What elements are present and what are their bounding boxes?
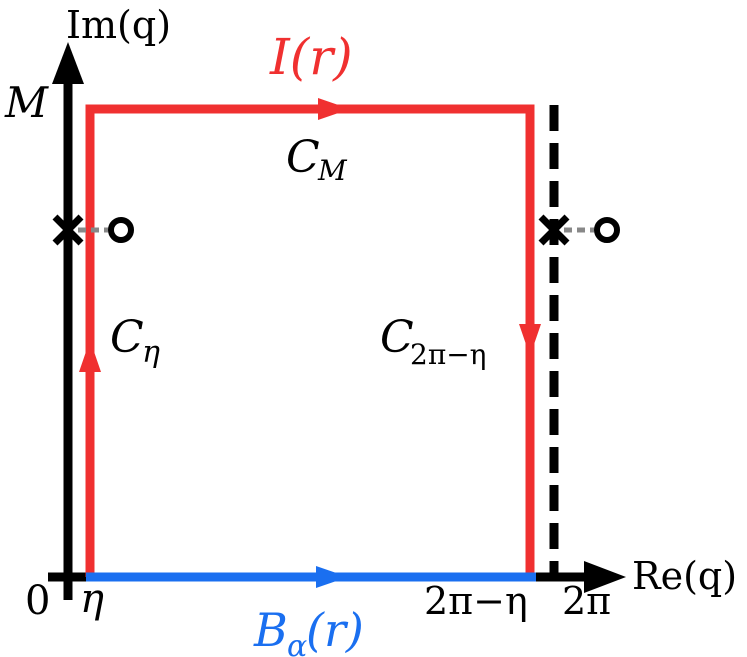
left-contour-label-letter: C bbox=[110, 312, 144, 363]
re-axis-label: Re(q) bbox=[632, 554, 737, 598]
left-circle-marker bbox=[108, 217, 134, 243]
im-axis-label: Im(q) bbox=[66, 3, 171, 47]
top-contour-label: C M bbox=[286, 132, 348, 187]
integral-B-label: B α (r) bbox=[253, 603, 364, 657]
right-contour-label-sub: 2π−η bbox=[410, 338, 486, 371]
integral-I-label: I(r) bbox=[269, 28, 353, 86]
im-axis-arrowhead bbox=[52, 42, 84, 84]
right-singularity bbox=[538, 214, 620, 246]
left-contour-label: C η bbox=[110, 312, 160, 370]
right-contour-arrow bbox=[519, 324, 541, 356]
top-contour-arrow bbox=[318, 98, 350, 120]
integral-B-arg: (r) bbox=[306, 603, 364, 657]
right-cross-stroke-2 bbox=[538, 214, 570, 246]
right-circle-marker bbox=[594, 217, 620, 243]
x-tick-eta: η bbox=[80, 576, 104, 622]
left-singularity bbox=[52, 214, 134, 246]
integral-B-main: B bbox=[253, 603, 288, 657]
left-cross-stroke-2 bbox=[52, 214, 84, 246]
x-tick-zero: 0 bbox=[25, 578, 50, 624]
integral-B-sub: α bbox=[287, 629, 307, 657]
right-contour-label-letter: C bbox=[380, 312, 414, 363]
re-axis-arrowhead bbox=[584, 561, 626, 593]
top-contour-label-sub: M bbox=[317, 154, 348, 187]
left-contour-arrow bbox=[79, 340, 101, 372]
y-tick-M: M bbox=[4, 78, 49, 127]
x-tick-two-pi: 2π bbox=[562, 579, 611, 623]
top-contour-label-letter: C bbox=[286, 132, 320, 183]
bottom-contour-arrow bbox=[316, 566, 348, 588]
left-contour-label-sub: η bbox=[142, 335, 160, 370]
right-contour-label: C 2π−η bbox=[380, 312, 486, 371]
x-tick-two-pi-minus-eta: 2π−η bbox=[424, 579, 528, 623]
